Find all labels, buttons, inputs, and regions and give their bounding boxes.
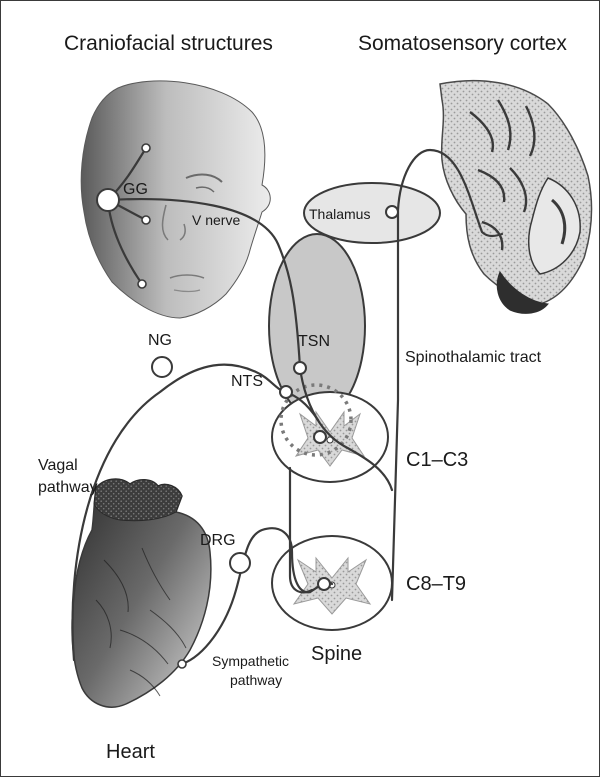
- heart-sympathetic-terminal: [178, 660, 186, 668]
- spinothalamic-label: Spinothalamic tract: [405, 349, 542, 366]
- nts-label: NTS: [231, 373, 263, 390]
- drg-node: [230, 553, 250, 573]
- gg-node: [97, 189, 119, 211]
- v3-terminal: [138, 280, 146, 288]
- c1c3-node: [314, 431, 326, 443]
- heart-label: Heart: [106, 741, 155, 763]
- vagal-label-line2: pathway: [38, 479, 98, 496]
- heart-illustration: [72, 479, 211, 707]
- v2-terminal: [142, 216, 150, 224]
- c8t9-label: C8–T9: [406, 573, 466, 595]
- ng-label: NG: [148, 332, 172, 349]
- gg-label: GG: [123, 181, 148, 198]
- thalamus-node: [386, 206, 398, 218]
- cortex-title: Somatosensory cortex: [358, 32, 567, 55]
- cortex-illustration: [440, 81, 591, 314]
- sympathetic-label-line1: Sympathetic: [212, 653, 289, 669]
- tsn-node: [294, 362, 306, 374]
- thalamus-label: Thalamus: [309, 206, 370, 222]
- vagal-label-line1: Vagal: [38, 457, 78, 474]
- sympathetic-label-line2: pathway: [230, 672, 282, 688]
- c8t9-node: [318, 578, 330, 590]
- craniofacial-title: Craniofacial structures: [64, 32, 273, 55]
- v1-terminal: [142, 144, 150, 152]
- drg-label: DRG: [200, 532, 236, 549]
- ng-node: [152, 357, 172, 377]
- spine-label: Spine: [311, 643, 362, 665]
- tsn-label: TSN: [298, 333, 330, 350]
- v-nerve-label: V nerve: [192, 212, 240, 228]
- nts-node: [280, 386, 292, 398]
- c1c3-label: C1–C3: [406, 449, 468, 471]
